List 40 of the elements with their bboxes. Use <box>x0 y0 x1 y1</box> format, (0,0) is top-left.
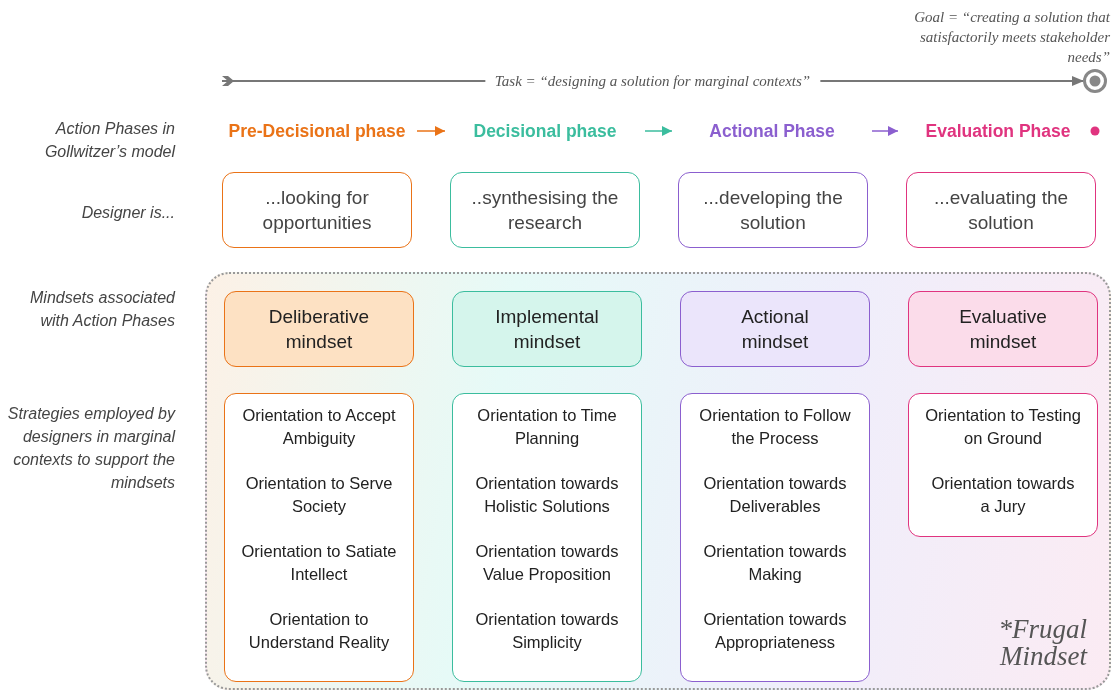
goal-note: Goal = “creating a solution that satisfactorily meets stakeholder needs” <box>913 8 1110 67</box>
mindset-box: Evaluative mindset <box>908 291 1098 367</box>
strategy-text: Orientation towards a Jury <box>930 473 1076 517</box>
strategy-box <box>452 393 642 682</box>
strategy-text: Orientation to Serve Society <box>244 473 394 517</box>
strategy-box <box>224 393 414 682</box>
activity-box: ...evaluating the solution <box>906 172 1096 248</box>
row-label: Strategies employed by designers in marginal contexts to support the mindsets <box>6 404 175 493</box>
strategy-text: Orientation to Testing on Ground <box>925 405 1081 449</box>
strategy-text: Orientation towards Simplicity <box>474 609 620 653</box>
strategy-text: Orientation towards Making <box>702 541 848 585</box>
phase-heading: Decisional phase <box>445 119 645 143</box>
row-label: Action Phases in Gollwitzer’s model <box>43 119 175 162</box>
mindset-box: Deliberative mindset <box>224 291 414 367</box>
strategy-text: Orientation to Understand Reality <box>247 609 391 653</box>
strategy-box <box>680 393 870 682</box>
frugal-region <box>205 272 1111 690</box>
strategy-text: Orientation to Satiate Intellect <box>241 541 397 585</box>
strategy-text: Orientation towards Value Proposition <box>474 541 620 585</box>
strategy-text: Orientation to Follow the Process <box>698 405 852 449</box>
region-title: *Frugal Mindset <box>997 616 1087 670</box>
phase-heading: Actional Phase <box>672 119 872 143</box>
strategy-text: Orientation to Time Planning <box>476 405 618 449</box>
mindset-box: Implemental mindset <box>452 291 642 367</box>
row-label: Designer is... <box>80 203 175 223</box>
strategy-text: Orientation to Accept Ambiguity <box>241 405 397 449</box>
mindset-box: Actional mindset <box>680 291 870 367</box>
activity-box: ...developing the solution <box>678 172 868 248</box>
phase-heading: Pre-Decisional phase <box>217 119 417 143</box>
strategy-box <box>908 393 1098 537</box>
phase-arrow <box>871 126 899 136</box>
strategy-text: Orientation towards Appropriateness <box>702 609 848 653</box>
activity-box: ...looking for opportunities <box>222 172 412 248</box>
phase-arrow <box>416 126 446 136</box>
activity-box: ..synthesising the research <box>450 172 640 248</box>
strategy-text: Orientation towards Holistic Solutions <box>474 473 620 517</box>
row-label: Mindsets associated with Action Phases <box>29 288 175 331</box>
phase-heading: Evaluation Phase <box>898 119 1098 143</box>
phase-arrow <box>644 126 673 136</box>
strategy-text: Orientation towards Deliverables <box>702 473 848 517</box>
